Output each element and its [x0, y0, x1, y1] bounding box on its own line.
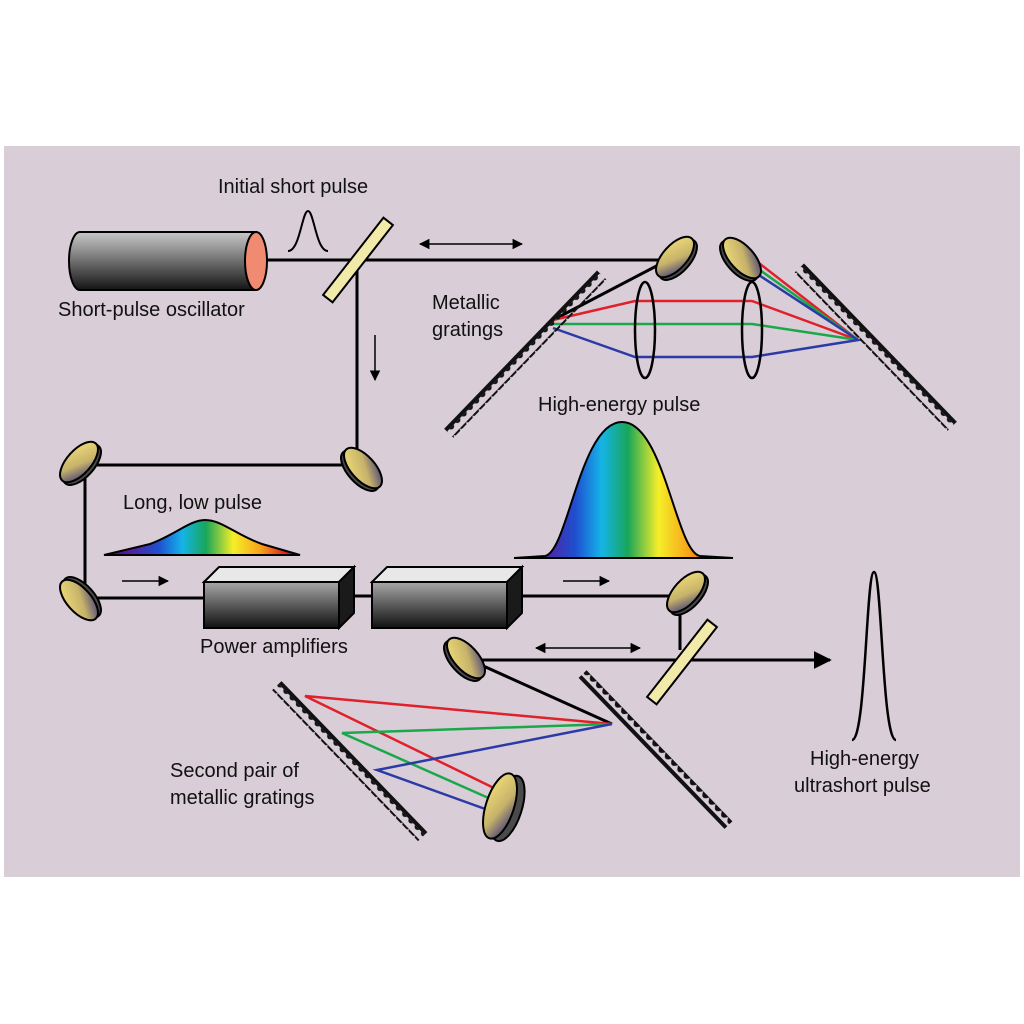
label-second-pair-2: metallic gratings [170, 787, 315, 809]
label-initial-short-pulse: Initial short pulse [218, 176, 368, 198]
label-output-1: High-energy [810, 748, 919, 770]
label-high-energy-pulse: High-energy pulse [538, 394, 700, 416]
mirror-icon [666, 570, 709, 616]
label-long-low-pulse: Long, low pulse [123, 492, 262, 514]
beam-splitter-icon [645, 618, 719, 706]
label-second-pair-1: Second pair of [170, 760, 299, 782]
grating-icon [794, 263, 957, 431]
beam-splitter-icon [321, 216, 395, 304]
mirror-icon [655, 235, 698, 281]
mirror-icon [59, 440, 102, 486]
label-power-amplifiers: Power amplifiers [200, 636, 348, 658]
direction-arrows [122, 238, 642, 654]
label-gratings: gratings [432, 319, 503, 341]
mirror-icon [719, 236, 762, 282]
long-low-pulse-icon [103, 518, 301, 556]
initial-pulse-icon [287, 209, 329, 252]
stretcher-rays [552, 259, 862, 359]
mirror-icon [443, 636, 486, 682]
short-pulse-oscillator [68, 231, 268, 291]
power-amplifier-2 [369, 564, 525, 631]
label-output-2: ultrashort pulse [794, 775, 931, 797]
mirror-icon [59, 576, 102, 622]
label-oscillator: Short-pulse oscillator [58, 299, 245, 321]
compressor-rays [304, 694, 613, 812]
lens-icon [740, 280, 764, 380]
mirror-icon [340, 446, 383, 492]
label-metallic: Metallic [432, 292, 500, 314]
mirror-icon [482, 772, 526, 843]
power-amplifier-1 [201, 564, 357, 631]
grating-icon [578, 668, 734, 829]
high-energy-pulse-icon [513, 420, 734, 559]
grating-icon [444, 270, 607, 438]
oscillator-output-face [244, 231, 268, 291]
grating-icon [272, 681, 428, 842]
ultrashort-pulse-icon [850, 570, 898, 742]
lens-icon [633, 280, 657, 380]
